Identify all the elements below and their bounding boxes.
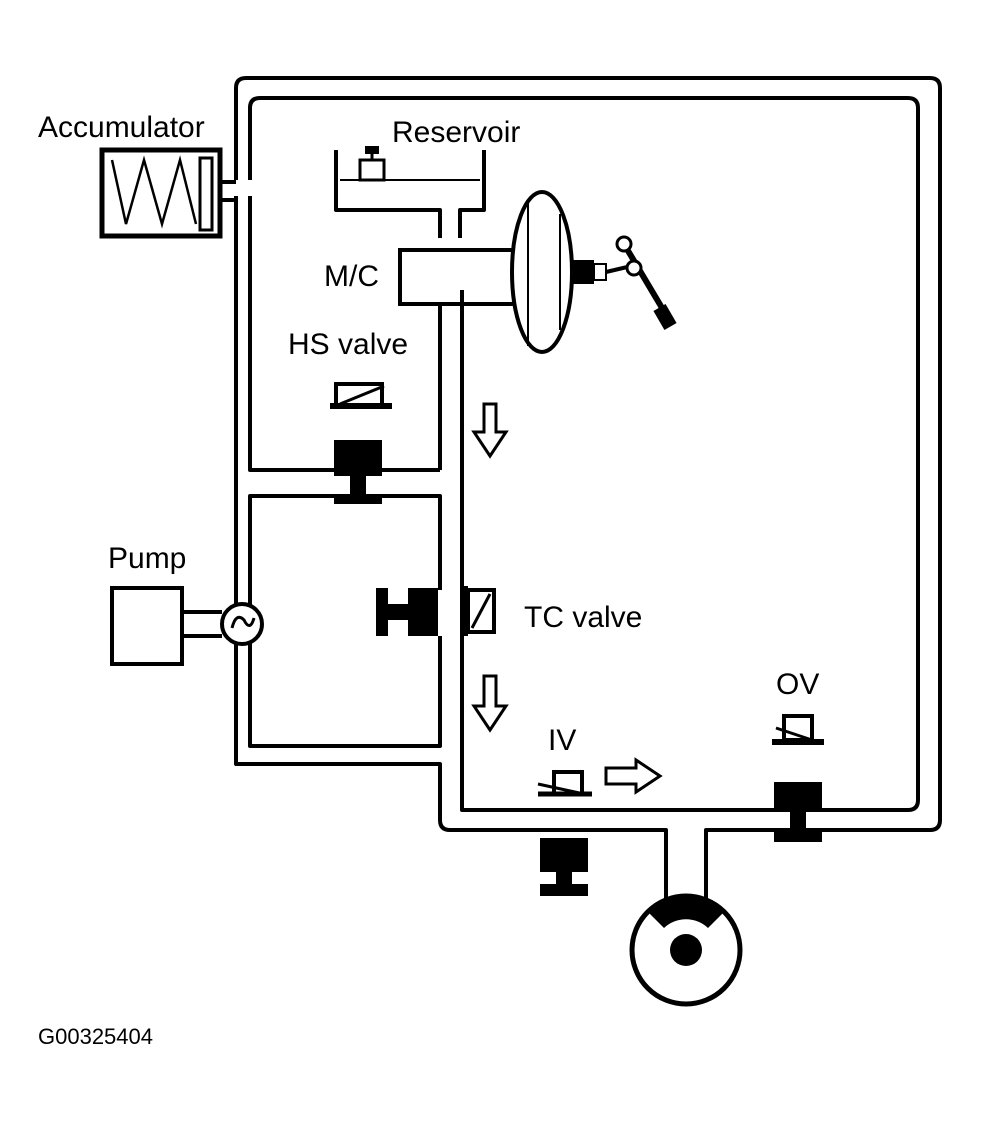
flow-arrow-right (604, 757, 663, 795)
hs-circuit (248, 196, 442, 748)
outer-pipe-loop (234, 76, 942, 900)
ov-label: OV (776, 668, 819, 701)
iv-valve (537, 770, 592, 896)
accumulator-label: Accumulator (38, 111, 205, 144)
ov-valve (772, 714, 824, 842)
wheel-hub-icon (670, 934, 702, 966)
flow-arrow-down-2 (471, 674, 509, 733)
hs-valve-label: HS valve (288, 328, 408, 361)
reservoir-cap-icon (358, 158, 386, 182)
pump-motor-icon (220, 602, 264, 646)
tc-valve (376, 586, 496, 636)
accumulator (99, 147, 236, 239)
pump (110, 586, 264, 666)
reservoir-label: Reservoir (392, 116, 520, 149)
pump-label: Pump (108, 542, 186, 575)
wheel-brake (629, 893, 743, 1007)
master-cylinder-label: M/C (324, 260, 379, 293)
reservoir (334, 146, 486, 238)
flow-arrow-down-1 (471, 402, 509, 459)
hs-valve (330, 382, 392, 504)
iv-label: IV (548, 724, 576, 757)
brake-pedal (605, 235, 677, 331)
figure-id: G00325404 (38, 1024, 153, 1049)
tc-valve-label: TC valve (524, 601, 642, 634)
brake-booster (510, 190, 607, 354)
